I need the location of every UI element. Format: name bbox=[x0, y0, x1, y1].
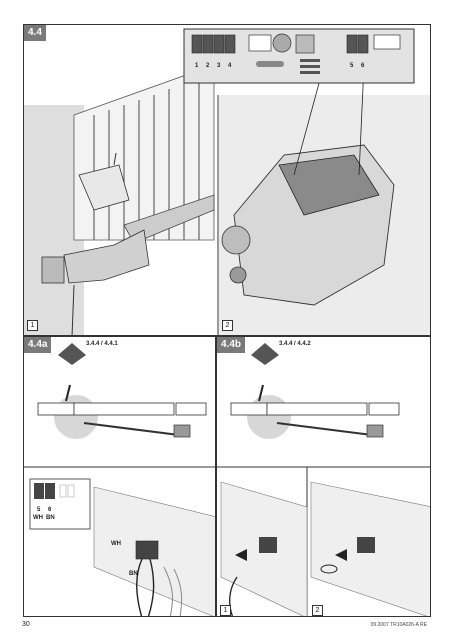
section-4-4b-reference: 3.4.4 / 4.4.2 bbox=[279, 341, 311, 347]
section-4-4-frame: 4.4 bbox=[23, 24, 431, 336]
wiring-terminal-5: 5 bbox=[37, 507, 41, 513]
terminal-number-5: 5 bbox=[350, 63, 354, 69]
step-2-box: 2 bbox=[222, 320, 233, 331]
terminal-number-4: 4 bbox=[228, 63, 232, 69]
gate-opener-illustration bbox=[24, 28, 430, 335]
section-4-4b-illustration bbox=[217, 343, 430, 616]
wire-label-bn: BN bbox=[129, 571, 138, 577]
section-label-4-4b: 4.4b bbox=[217, 337, 246, 353]
document-code: 09.2007 TR10A026-A RE bbox=[370, 622, 427, 628]
terminal-number-3: 3 bbox=[217, 63, 221, 69]
wiring-code-bn: BN bbox=[46, 515, 55, 521]
terminal-number-2: 2 bbox=[206, 63, 210, 69]
step-2-box-b: 2 bbox=[312, 605, 323, 616]
section-4-4a-reference: 3.4.4 / 4.4.1 bbox=[86, 341, 118, 347]
page-number: 30 bbox=[22, 621, 30, 628]
section-label-4-4a: 4.4a bbox=[24, 337, 52, 353]
section-4-4a-frame: 4.4a 3.4.4 / 4.4.1 5 6 WH BN WH BN bbox=[23, 336, 216, 617]
wiring-code-wh: WH bbox=[33, 515, 43, 521]
wiring-terminal-6: 6 bbox=[48, 507, 52, 513]
step-1-box: 1 bbox=[27, 320, 38, 331]
section-4-4b-frame: 4.4b 3.4.4 / 4.4.2 1 2 bbox=[216, 336, 431, 617]
wire-label-wh: WH bbox=[111, 541, 121, 547]
terminal-number-6: 6 bbox=[361, 63, 365, 69]
section-label-4-4: 4.4 bbox=[24, 25, 46, 41]
section-4-4a-illustration bbox=[24, 343, 215, 616]
step-1-box-b: 1 bbox=[220, 605, 231, 616]
terminal-number-1: 1 bbox=[195, 63, 199, 69]
